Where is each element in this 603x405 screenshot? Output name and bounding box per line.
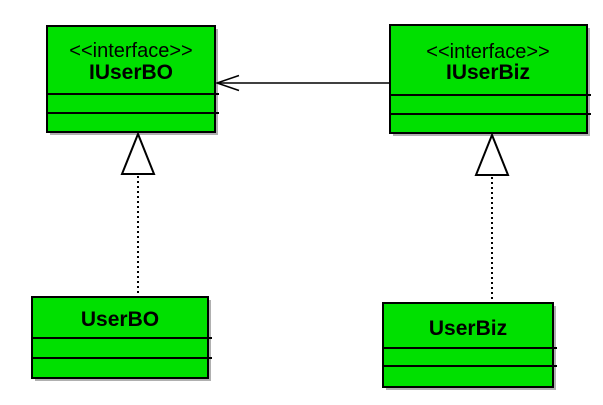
class-box-iuserbiz: <<interface>> IUserBiz: [389, 24, 591, 136]
class-name-label: UserBO: [81, 308, 159, 331]
class-name-label: IUserBiz: [446, 61, 530, 84]
open-arrowhead-icon: [214, 74, 240, 92]
class-box-userbiz: UserBiz: [382, 302, 557, 390]
stereotype-label: <<interface>>: [426, 41, 549, 63]
realization-userbiz-to-iuserbiz: [474, 132, 510, 302]
class-box-userbo: UserBO: [31, 296, 212, 381]
hollow-triangle-arrowhead-icon: [120, 131, 156, 175]
hollow-triangle-arrowhead-icon: [474, 132, 510, 176]
realization-userbo-to-iuserbo: [120, 131, 156, 296]
class-name-label: UserBiz: [429, 317, 507, 340]
stereotype-label: <<interface>>: [69, 40, 192, 62]
box-body: [382, 302, 554, 388]
class-name-label: IUserBO: [89, 61, 173, 84]
association-iuserbiz-to-iuserbo: [214, 74, 390, 92]
box-body: [46, 25, 216, 133]
class-box-iuserbo: <<interface>> IUserBO: [46, 25, 219, 135]
